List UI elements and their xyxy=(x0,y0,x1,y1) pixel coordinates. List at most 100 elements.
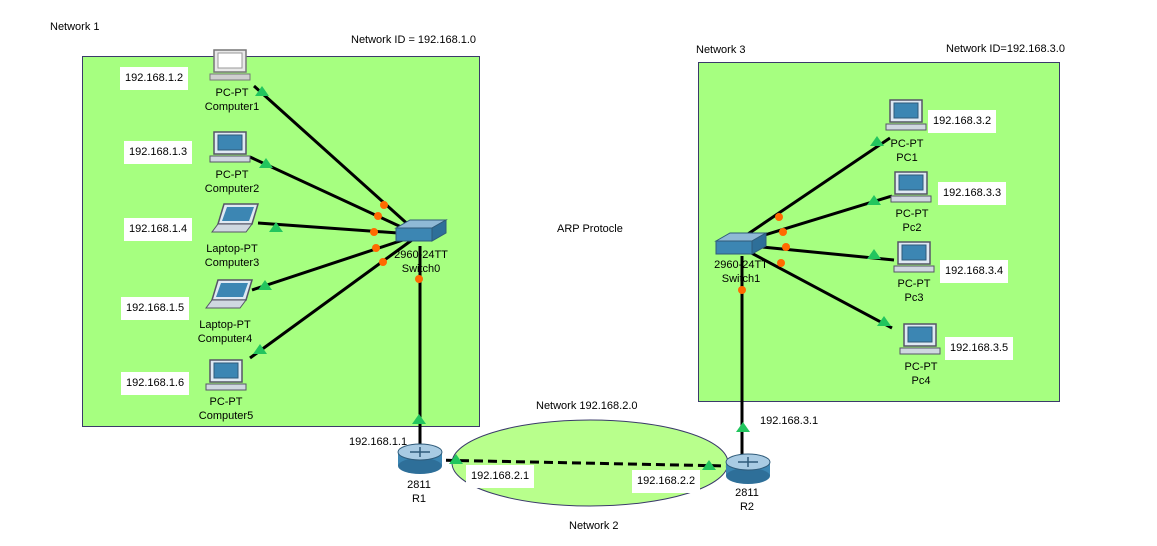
ip-computer2: 192.168.1.3 xyxy=(124,141,193,164)
ip-computer4: 192.168.1.5 xyxy=(121,297,190,320)
device-type: 2960-24TT xyxy=(394,249,448,261)
device-name: Pc2 xyxy=(902,222,922,234)
device-type: Laptop-PT xyxy=(206,243,258,255)
device-label-pc1[interactable]: PC-PT PC1 xyxy=(891,137,924,165)
device-type: 2811 xyxy=(735,487,759,499)
device-name: Pc4 xyxy=(911,375,931,387)
laptop-icon xyxy=(211,203,260,233)
link-down-indicator xyxy=(370,228,378,236)
device-label-computer1[interactable]: PC-PT Computer1 xyxy=(205,86,259,114)
laptop-icon xyxy=(205,279,254,309)
device-name: Computer5 xyxy=(198,410,254,422)
link-down-indicator xyxy=(372,244,380,252)
device-label-computer5[interactable]: PC-PT Computer5 xyxy=(199,395,253,423)
ip-pc4: 192.168.3.5 xyxy=(945,337,1014,360)
device-type: PC-PT xyxy=(897,278,931,290)
device-label-r2[interactable]: 2811 R2 xyxy=(735,486,759,514)
link-up-indicator xyxy=(449,454,463,464)
switch-icon xyxy=(394,219,448,242)
device-type: 2960-24TT xyxy=(714,259,768,271)
device-name: PC1 xyxy=(896,152,918,164)
link-switch1-pc1 xyxy=(741,136,891,240)
link-up-indicator xyxy=(253,344,267,354)
link-down-indicator xyxy=(779,228,787,236)
device-name: Computer4 xyxy=(197,333,253,345)
device-label-computer3[interactable]: Laptop-PT Computer3 xyxy=(205,242,259,270)
device-type: PC-PT xyxy=(890,138,924,150)
device-name: R1 xyxy=(411,493,427,505)
device-label-computer4[interactable]: Laptop-PT Computer4 xyxy=(198,318,252,346)
pc-icon xyxy=(209,131,251,163)
device-name: Switch1 xyxy=(721,273,761,285)
link-computer2-switch0 xyxy=(249,155,413,234)
network-2-title: Network 192.168.2.0 xyxy=(536,400,638,412)
pc-icon xyxy=(885,99,927,131)
link-computer3-switch0 xyxy=(257,221,413,236)
link-up-indicator xyxy=(867,249,881,259)
network-2-label: Network 2 xyxy=(569,520,619,532)
device-label-pc3[interactable]: PC-PT Pc3 xyxy=(898,277,931,305)
device-label-pc2[interactable]: PC-PT Pc2 xyxy=(896,207,929,235)
link-up-indicator xyxy=(259,158,273,168)
link-up-indicator xyxy=(867,195,881,205)
network-1-id-label: Network ID = 192.168.1.0 xyxy=(351,34,477,46)
link-up-indicator xyxy=(269,222,283,232)
device-type: PC-PT xyxy=(209,396,243,408)
ip-r2-lan: 192.168.3.1 xyxy=(760,415,819,427)
link-down-indicator xyxy=(379,258,387,266)
router-icon xyxy=(397,443,443,474)
device-label-pc4[interactable]: PC-PT Pc4 xyxy=(905,360,938,388)
ip-pc1: 192.168.3.2 xyxy=(928,110,997,133)
link-computer1-switch0 xyxy=(252,84,414,230)
device-label-switch1[interactable]: 2960-24TT Switch1 xyxy=(714,258,768,286)
ip-r2-wan: 192.168.2.2 xyxy=(632,470,701,493)
network-3-label: Network 3 xyxy=(696,44,746,56)
ip-computer3: 192.168.1.4 xyxy=(124,218,193,241)
network-3-id-label: Network ID=192.168.3.0 xyxy=(946,43,1065,55)
device-label-r1[interactable]: 2811 R1 xyxy=(407,478,431,506)
link-r1-r2 xyxy=(431,458,729,468)
pc-icon xyxy=(893,241,935,273)
pc-icon xyxy=(209,49,251,81)
pc-icon xyxy=(205,359,247,391)
device-type: 2811 xyxy=(407,479,431,491)
link-down-indicator xyxy=(374,212,382,220)
link-down-indicator xyxy=(775,213,783,221)
link-down-indicator xyxy=(782,243,790,251)
link-computer5-switch0 xyxy=(249,238,413,360)
device-label-switch0[interactable]: 2960-24TT Switch0 xyxy=(394,248,448,276)
ip-pc2: 192.168.3.3 xyxy=(938,182,1007,205)
device-type: PC-PT xyxy=(215,169,249,181)
switch-icon xyxy=(714,232,768,255)
link-switch1-pc4 xyxy=(741,246,893,330)
link-up-indicator xyxy=(702,460,716,470)
link-up-indicator xyxy=(412,414,426,424)
device-type: PC-PT xyxy=(215,87,249,99)
device-name: Computer3 xyxy=(204,257,260,269)
arp-protocol-label: ARP Protocle xyxy=(557,223,623,235)
link-computer4-switch0 xyxy=(251,235,413,292)
ip-r1-lan: 192.168.1.1 xyxy=(349,436,408,448)
link-down-indicator xyxy=(738,286,746,294)
link-up-indicator xyxy=(877,316,891,326)
network-1-label: Network 1 xyxy=(50,21,100,33)
ip-computer1: 192.168.1.2 xyxy=(120,67,189,90)
pc-icon xyxy=(890,171,932,203)
device-name: Pc3 xyxy=(904,292,924,304)
link-up-indicator xyxy=(736,422,750,432)
link-up-indicator xyxy=(870,136,884,146)
link-down-indicator xyxy=(777,259,785,267)
router-icon xyxy=(725,453,771,484)
device-name: R2 xyxy=(739,501,755,513)
link-down-indicator xyxy=(415,275,423,283)
device-label-computer2[interactable]: PC-PT Computer2 xyxy=(205,168,259,196)
ip-computer5: 192.168.1.6 xyxy=(121,372,190,395)
link-switch1-pc2 xyxy=(741,194,893,244)
ip-r1-wan: 192.168.2.1 xyxy=(466,465,535,488)
ip-pc3: 192.168.3.4 xyxy=(940,260,1009,283)
link-down-indicator xyxy=(380,201,388,209)
pc-icon xyxy=(899,323,941,355)
device-type: PC-PT xyxy=(904,361,938,373)
device-name: Switch0 xyxy=(401,263,441,275)
link-up-indicator xyxy=(258,280,272,290)
